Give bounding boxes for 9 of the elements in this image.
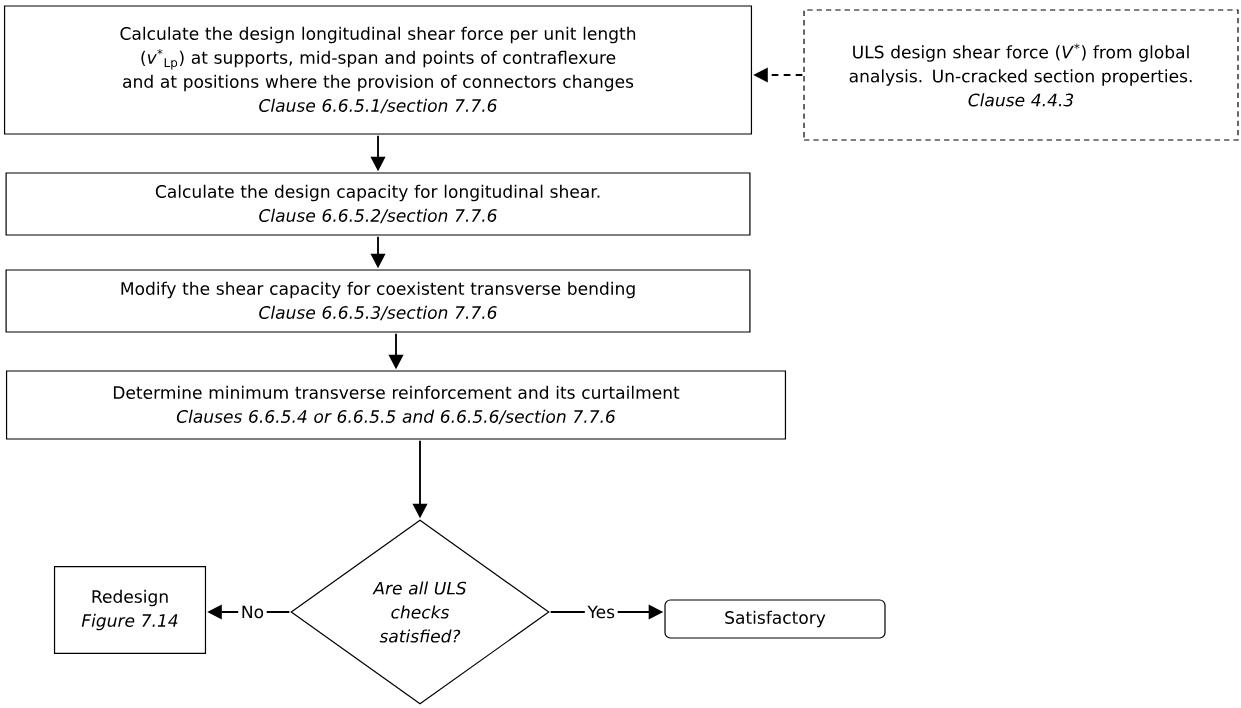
process-box: Redesign Figure 7.14 [53,565,207,655]
edge-label: No [238,603,267,621]
terminal-box: Satisfactory [664,599,886,639]
process-box: Calculate the design longitudinal shear force per unit length (v$^{*}$$_{Lp}$) at supports, mid-span and points of contraflexure and at positions where the provision of connectors changes Clause 6.6.5.1/section 7.7.6 [3,5,753,135]
edge-label: Yes [584,603,618,621]
input-box: ULS design shear force (V$^{*}$) from global analysis. Un-cracked section properties. Clause 4.4.3 [803,9,1239,141]
process-box: Calculate the design capacity for longitudinal shear. Clause 6.6.5.2/section 7.7.6 [5,172,751,236]
process-box: Determine minimum transverse reinforcement and its curtailment Clauses 6.6.5.4 or 6.6.5.5 and 6.6.5.6/section 7.7.6 [5,370,787,440]
process-box: Modify the shear capacity for coexistent transverse bending Clause 6.6.5.3/section 7.7.6 [5,269,751,333]
